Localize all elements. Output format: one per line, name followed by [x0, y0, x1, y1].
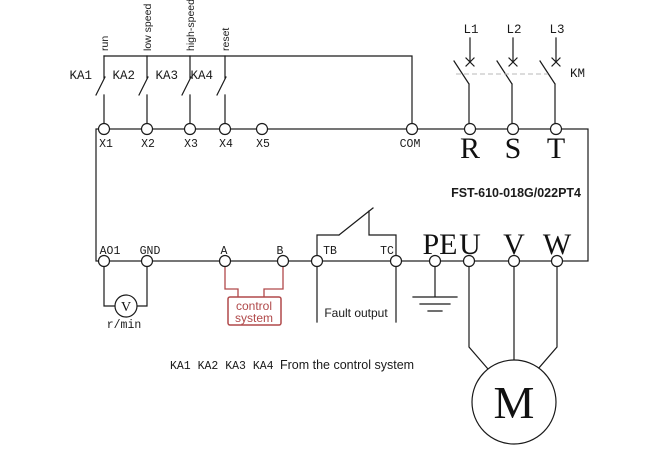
terminal-label-s: S: [505, 132, 522, 165]
terminal-label-x5: X5: [256, 138, 270, 151]
terminal-pe: [428, 254, 442, 268]
control-system-box: [227, 296, 282, 326]
meter-unit-label: r/min: [107, 319, 142, 332]
terminal-v: [507, 254, 521, 268]
phase-label-l2: L2: [506, 23, 521, 37]
terminal-r: [463, 122, 477, 136]
motor-wires: [468, 265, 558, 370]
terminal-a: [218, 254, 232, 268]
relay-switch-ka3: [181, 55, 192, 125]
relay-switch-ka4: [216, 55, 227, 125]
breaker-phase-l1: [453, 37, 475, 125]
terminal-tb: [310, 254, 324, 268]
relay-label-ka2: KA2: [112, 69, 135, 83]
function-label-run: run: [99, 36, 111, 51]
terminal-label-u: U: [459, 228, 481, 261]
function-label-high-speed: high-speed: [185, 0, 197, 51]
terminal-w: [550, 254, 564, 268]
fault-relay-contact: [316, 207, 397, 257]
phase-label-l1: L1: [463, 23, 478, 37]
control-system-line2: system: [235, 311, 273, 325]
terminal-label-x3: X3: [184, 138, 198, 151]
function-label-reset: reset: [220, 28, 232, 51]
terminal-x2: [140, 122, 154, 136]
terminal-label-r: R: [460, 132, 480, 165]
relay-label-ka3: KA3: [155, 69, 178, 83]
terminal-label-t: T: [547, 132, 565, 165]
comm-wires-red: [224, 266, 284, 297]
terminal-s: [506, 122, 520, 136]
relay-label-ka4: KA4: [190, 69, 213, 83]
breaker-phase-l3: [539, 37, 561, 125]
terminal-label-com: COM: [400, 138, 421, 151]
relay-label-ka1: KA1: [69, 69, 92, 83]
terminal-com: [405, 122, 419, 136]
breaker-phase-l2: [496, 37, 518, 125]
terminal-label-ao1: AO1: [100, 245, 121, 258]
terminal-label-x1: X1: [99, 138, 113, 151]
meter-wires: [103, 265, 148, 307]
relay-switch-ka2: [138, 55, 149, 125]
phase-label-l3: L3: [549, 23, 564, 37]
terminal-u: [462, 254, 476, 268]
control-system-line1: control: [236, 299, 272, 313]
terminal-label-a: A: [221, 245, 228, 258]
terminal-b: [276, 254, 290, 268]
analog-meter-wiring: [103, 265, 148, 318]
terminal-label-gnd: GND: [140, 245, 161, 258]
contactor-label-km: KM: [570, 67, 585, 81]
terminal-label-w: W: [543, 228, 572, 261]
output-wiring: [412, 265, 558, 445]
terminal-x5: [255, 122, 269, 136]
terminal-t: [549, 122, 563, 136]
terminal-x1: [97, 122, 111, 136]
terminals-top: [97, 122, 563, 136]
terminal-tc: [389, 254, 403, 268]
fault-output-label: Fault output: [324, 306, 388, 320]
inverter-body-outline: [95, 128, 589, 262]
comm-wiring: [224, 266, 284, 326]
voltmeter-circle: [114, 294, 138, 318]
inverter-model-label: FST-610-018G/022PT4: [451, 186, 581, 200]
terminal-label-v: V: [503, 228, 525, 261]
control-bus-wire: [103, 55, 413, 125]
terminal-label-pe: PE: [422, 228, 457, 261]
fault-output-wiring: [316, 207, 397, 323]
fault-output-wires: [316, 265, 397, 323]
terminal-label-x4: X4: [219, 138, 233, 151]
motor-letter: M: [494, 377, 535, 428]
terminal-x4: [218, 122, 232, 136]
terminals-bottom: [97, 254, 564, 268]
terminal-label-b: B: [277, 245, 284, 258]
earth-ground-symbol: [412, 265, 458, 312]
control-input-wiring: [95, 55, 413, 125]
terminal-label-x2: X2: [141, 138, 155, 151]
terminal-gnd: [140, 254, 154, 268]
terminal-label-tc: TC: [380, 245, 394, 258]
motor-circle: [471, 359, 557, 445]
relay-switch-ka1: [95, 55, 106, 125]
terminal-ao1: [97, 254, 111, 268]
footnote-relays: KA1 KA2 KA3 KA4: [170, 360, 274, 373]
footnote-note: From the control system: [280, 358, 414, 372]
terminal-label-tb: TB: [323, 245, 337, 258]
voltmeter-letter: V: [121, 300, 131, 315]
terminal-x3: [183, 122, 197, 136]
function-label-low-speed: low speed: [142, 4, 154, 51]
mains-input-wiring: [453, 37, 561, 125]
